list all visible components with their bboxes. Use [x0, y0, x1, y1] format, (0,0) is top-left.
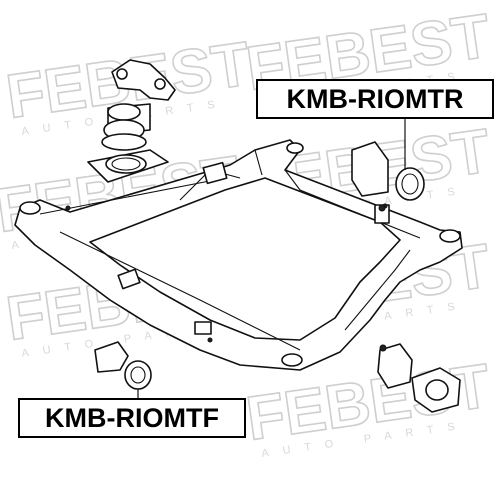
frame-boss	[286, 142, 304, 154]
front-mount-bushing	[94, 341, 152, 398]
frame-boss	[19, 201, 41, 215]
engine-mount-assembly	[87, 59, 176, 183]
part-number-label-front: KMB-RIOMTF	[18, 398, 246, 438]
subframe	[14, 139, 463, 371]
part-number-label-rear: KMB-RIOMTR	[256, 79, 494, 119]
frame-boss	[281, 353, 303, 367]
side-mount-bracket	[377, 343, 461, 413]
frame-boss	[439, 229, 461, 243]
